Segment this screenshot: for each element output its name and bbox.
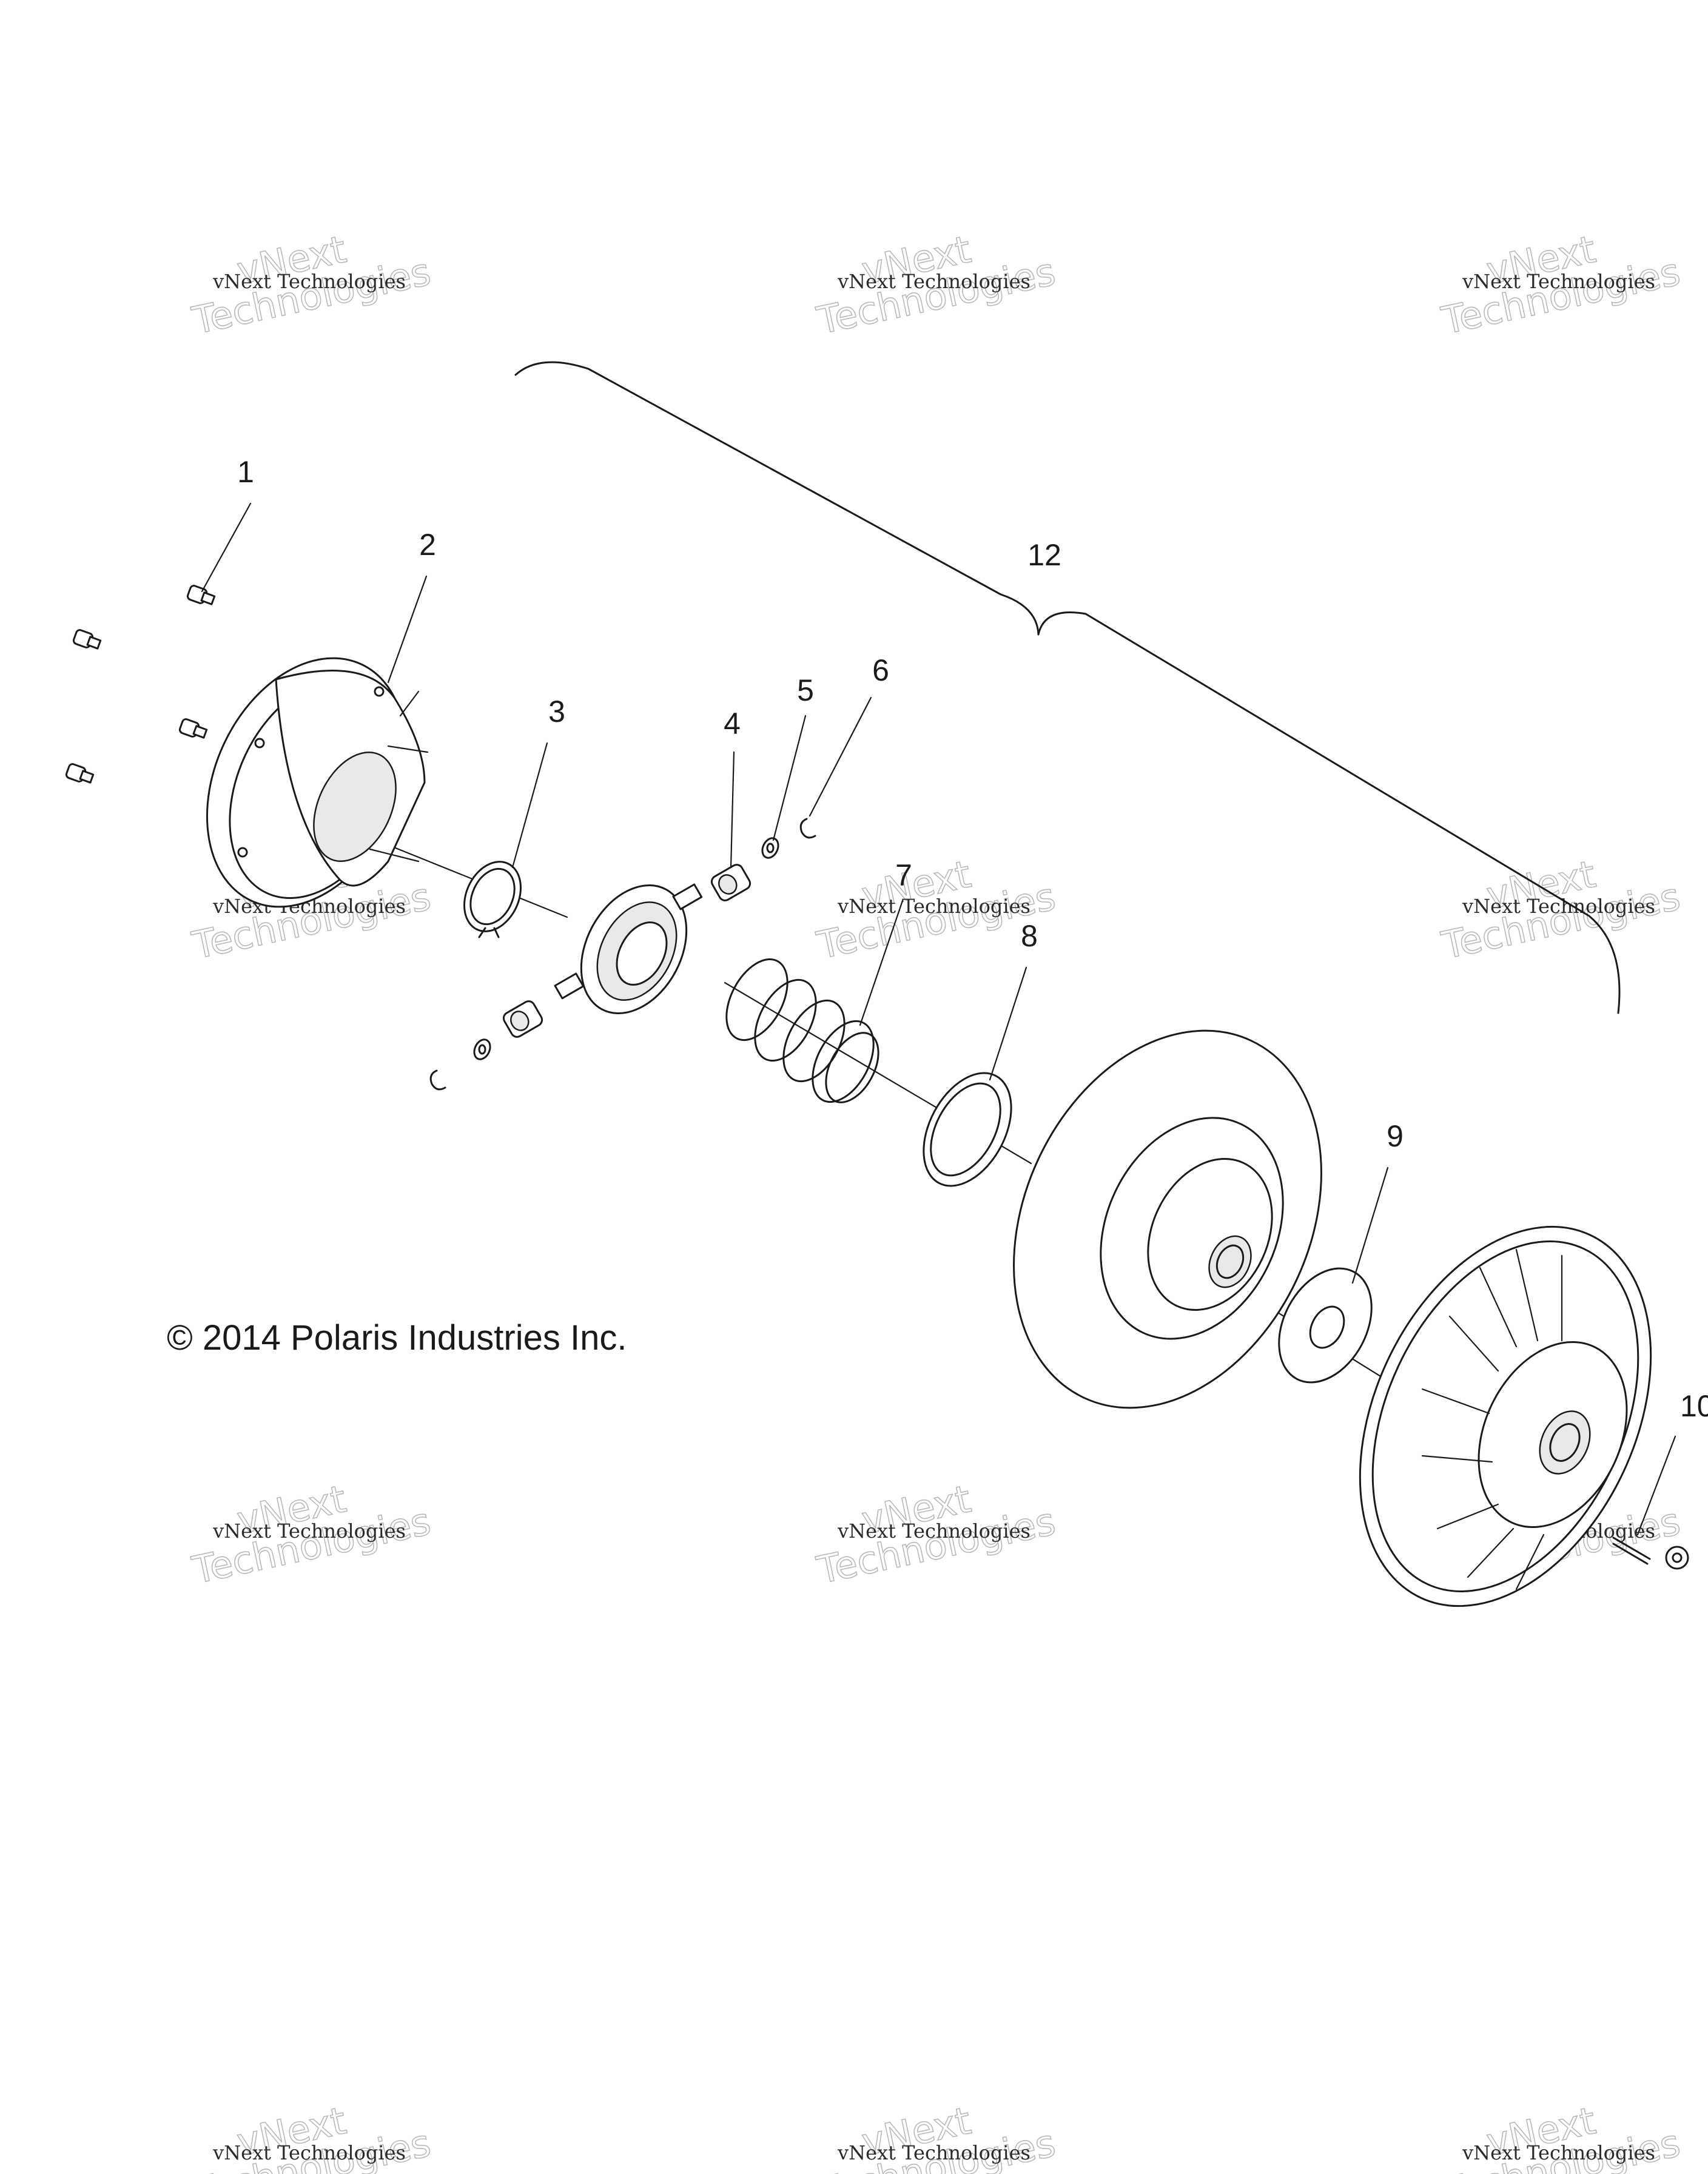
- watermark-small-line: vNext Technologies: [837, 1519, 1031, 1543]
- callout-4: 4: [724, 707, 741, 741]
- movable-sheave: [1013, 1029, 1322, 1409]
- washer-part-5: [473, 837, 779, 1060]
- watermark-small-line: vNext Technologies: [837, 270, 1031, 293]
- callout-6: 6: [872, 653, 889, 687]
- fixed-sheave-fan: [1359, 1225, 1652, 1607]
- e-clip-part-6: [429, 818, 816, 1091]
- watermark-small-line: vNext Technologies: [837, 895, 1031, 918]
- callout-7: 7: [895, 858, 912, 892]
- callout-2: 2: [419, 528, 436, 562]
- cover-housing-part-2: [206, 657, 429, 908]
- assembly-bracket: [514, 361, 1621, 1014]
- watermark-small-line: vNext Technologies: [1462, 2141, 1655, 2164]
- washer-part-9: [1278, 1267, 1373, 1384]
- screw-part-1: [65, 585, 216, 784]
- spring-part-7: [725, 958, 879, 1103]
- watermark-small-line: vNext Technologies: [1462, 270, 1655, 293]
- watermark-small-line: vNext Technologies: [212, 270, 406, 293]
- watermark-small-line: vNext Technologies: [212, 1519, 406, 1543]
- callout-10: 10: [1680, 1389, 1708, 1423]
- watermark-small-line: vNext Technologies: [837, 2141, 1031, 2164]
- spider-hub: [554, 883, 703, 1014]
- callout-1: 1: [237, 455, 254, 489]
- bolt-part-10: [1612, 1536, 1689, 1570]
- roller-part-4: [502, 864, 751, 1038]
- watermark-small-line: vNext Technologies: [212, 2141, 406, 2164]
- copyright-text: © 2014 Polaris Industries Inc.: [167, 1318, 627, 1358]
- callout-8: 8: [1021, 919, 1038, 953]
- callout-12: 12: [1027, 538, 1061, 572]
- snap-ring-part-3: [463, 861, 522, 938]
- bushing-ring-part-8: [923, 1072, 1012, 1187]
- callout-3: 3: [548, 695, 565, 729]
- callout-5: 5: [797, 673, 814, 707]
- callout-labels: 1 2 3 4 5 6 7 8 9 10 12: [237, 455, 1708, 1423]
- callout-9: 9: [1387, 1119, 1404, 1153]
- leader-lines: [201, 502, 1676, 1536]
